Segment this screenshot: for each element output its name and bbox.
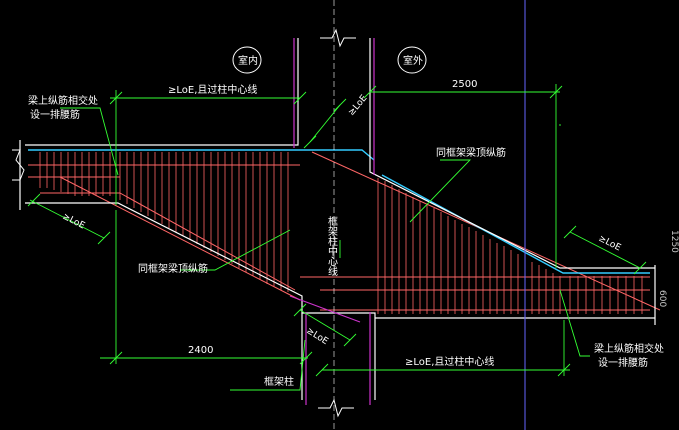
right-beam-stirrups [569, 276, 643, 314]
dimension-lines [27, 84, 647, 391]
right-annotation-line1: 梁上纵筋相交处 [594, 342, 664, 355]
left-annotation-line2: 设一排腰筋 [30, 108, 80, 121]
frame-column-label: 框架柱 [264, 375, 294, 388]
indoor-label: 室内 [238, 54, 258, 67]
outdoor-label: 室外 [403, 54, 423, 67]
right-haunch-stirrups [377, 178, 561, 314]
outdoor-zone-marker [397, 46, 427, 74]
mid-bottom-anchor-dimension: ≥LoE [304, 326, 330, 347]
beam-outline [19, 38, 656, 400]
top-right-dimension: 2500 [452, 79, 477, 90]
right-annotation-line2: 设一排腰筋 [598, 356, 648, 369]
top-left-dimension: ≥LoE,且过柱中心线 [168, 83, 257, 96]
left-haunch-stirrups [119, 152, 289, 292]
column-centerline-label: 框架柱中心线 [326, 215, 338, 276]
left-annotation-line1: 梁上纵筋相交处 [28, 94, 98, 107]
bottom-left-dimension: 2400 [188, 345, 213, 356]
longitudinal-rebar [28, 151, 661, 311]
edge-top-dimension: 1250 [669, 230, 679, 253]
right-anchor-dimension: ≥LoE [597, 234, 623, 254]
indoor-zone-marker [232, 46, 262, 74]
upper-rebar-label: 同框架梁顶纵筋 [436, 146, 506, 159]
break-marks [12, 28, 356, 418]
edge-bottom-dimension: 600 [657, 290, 667, 307]
lower-rebar-label: 同框架梁顶纵筋 [138, 262, 208, 275]
left-anchor-dimension: ≥LoE [61, 212, 87, 232]
top-bars [28, 149, 650, 274]
bottom-right-dimension: ≥LoE,且过柱中心线 [405, 355, 494, 368]
left-beam-stirrups [39, 152, 111, 196]
mid-top-anchor-dimension: ≥LoE [347, 93, 370, 118]
